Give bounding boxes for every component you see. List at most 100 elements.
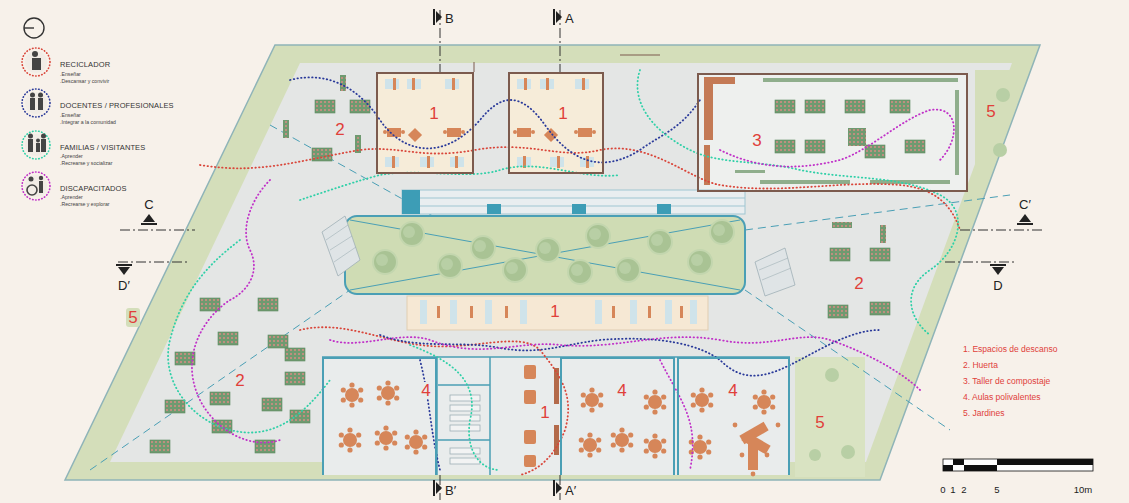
rest-room	[427, 156, 430, 168]
central-plaza	[420, 300, 697, 324]
rest-room	[513, 130, 517, 134]
section-letter: C′	[1019, 197, 1031, 212]
classroom-furniture	[405, 429, 428, 454]
section-arrow	[143, 214, 155, 222]
central-plaza	[350, 220, 740, 290]
rest-room	[452, 78, 455, 90]
key-item: 1. Espacios de descanso	[963, 339, 1058, 356]
zone-number: 1	[548, 303, 561, 320]
user-route	[200, 147, 960, 230]
central-plaza	[710, 220, 734, 244]
site-ground	[993, 143, 1007, 157]
scale-bar	[953, 459, 964, 465]
user-icon	[41, 134, 46, 139]
garden-planter	[175, 352, 195, 365]
central-plaza	[420, 300, 427, 324]
section-arrow	[436, 11, 442, 23]
legend-note: .Integrar a la comunidad	[60, 119, 116, 125]
central-plaza	[330, 236, 352, 250]
garden-planter	[870, 302, 890, 315]
zone-number: 1	[556, 105, 569, 122]
rest-band: 1	[407, 296, 708, 330]
rest-room	[575, 79, 589, 89]
key-item: 3. Taller de compostaje	[963, 371, 1050, 388]
workshop-fitting	[704, 145, 710, 185]
central-plaza	[572, 204, 586, 214]
zone-number: 2	[333, 121, 346, 139]
scale-number: 2	[961, 480, 966, 497]
user-route	[300, 327, 568, 475]
user-route	[168, 240, 330, 433]
user-route	[300, 166, 620, 200]
key-item: 5. Jardines	[963, 408, 1005, 418]
garden-planter	[212, 420, 232, 433]
rest-room	[546, 78, 549, 90]
workshop-fitting	[704, 77, 735, 140]
rest-room	[461, 130, 465, 134]
central-plaza	[400, 222, 424, 246]
classroom-furniture	[579, 432, 602, 457]
section-letter: C	[144, 197, 153, 212]
legend-text: DOCENTES / PROFESIONALES	[60, 101, 174, 110]
rest-room	[383, 78, 596, 168]
key-item: 1. Espacios de descanso	[963, 344, 1058, 354]
legend-note: .Enseñar	[60, 71, 81, 77]
rest-room	[412, 78, 415, 90]
central-plaza	[665, 300, 672, 324]
central-plaza	[450, 300, 457, 324]
section-arrow	[141, 223, 157, 225]
workshop-fitting	[848, 128, 866, 146]
user-icon	[25, 175, 47, 197]
scale-number: 5	[994, 484, 999, 495]
classroom-furniture	[450, 395, 480, 464]
workshop-fitting	[805, 100, 825, 113]
site-ground	[809, 449, 821, 461]
user-icon	[38, 93, 43, 98]
classroom: 4	[322, 357, 437, 475]
garden-planter	[830, 248, 850, 261]
rest-room	[557, 156, 560, 168]
central-plaza	[350, 220, 740, 290]
rest-room: 1	[508, 72, 604, 174]
central-plaza	[470, 306, 473, 318]
rest-room	[445, 79, 459, 89]
classroom-furniture	[751, 472, 756, 477]
zone-number: 1	[427, 105, 440, 122]
legend-note: .Aprender	[60, 194, 83, 200]
classroom-furniture	[375, 425, 398, 450]
zone-number: 2	[233, 371, 246, 390]
central-plaza	[322, 216, 795, 296]
central-plaza	[437, 306, 440, 318]
central-plaza	[334, 247, 356, 262]
section-letter: B′	[445, 482, 456, 499]
rest-room	[592, 130, 596, 134]
site-ground	[65, 45, 1040, 480]
workshop-fitting	[905, 140, 925, 153]
section-letter: A	[565, 10, 574, 27]
central-plaza	[373, 250, 397, 274]
rest-room	[574, 130, 578, 134]
rest-room	[450, 157, 464, 167]
rest-room	[443, 130, 447, 134]
site-ground	[996, 88, 1010, 102]
classroom-furniture	[554, 368, 559, 404]
section-letter: A′	[565, 482, 576, 499]
user-route	[410, 345, 500, 470]
scale-number: 0	[940, 480, 945, 497]
key-item: 2. Huerta	[963, 360, 998, 370]
central-plaza	[616, 258, 640, 282]
rest-room	[385, 157, 399, 167]
workshop-fitting	[775, 100, 925, 158]
classroom-furniture	[644, 389, 667, 414]
legend-item: FAMILIAS / VISITANTES	[60, 136, 145, 154]
section-letter: A′	[565, 483, 576, 498]
zone-number: 1	[538, 404, 551, 422]
central-plaza	[648, 230, 672, 254]
user-icon	[39, 181, 43, 193]
rest-room	[540, 79, 554, 89]
central-plaza	[657, 204, 671, 214]
key-item: 4. Aulas polivalentes	[963, 387, 1041, 404]
rest-room	[582, 78, 585, 90]
rest-room	[407, 79, 421, 89]
